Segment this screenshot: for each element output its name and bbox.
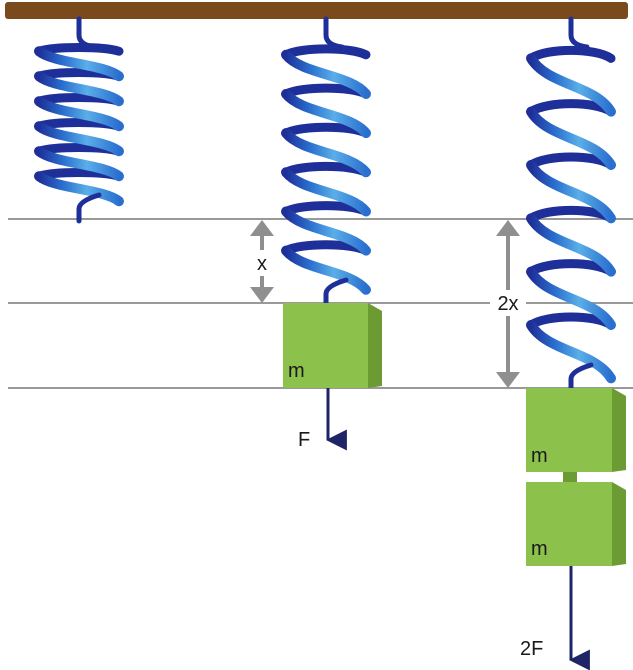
displacement-x-label: x [257, 253, 267, 275]
spring-unloaded [34, 16, 124, 224]
mass-block-lower [526, 482, 626, 566]
mass-2-label: m [531, 445, 548, 467]
mass-block-single [283, 303, 382, 388]
mass-1-label: m [288, 360, 305, 382]
force-f-label: F [298, 429, 310, 451]
mass-3-label: m [531, 538, 548, 560]
spring-single-mass [281, 16, 371, 306]
displacement-x-arrow [250, 220, 274, 303]
spring-double-mass [526, 16, 616, 391]
displacement-2x-label: 2x [497, 293, 518, 315]
mass-connector [563, 472, 577, 482]
ceiling-bar [5, 2, 628, 19]
force-2f-label: 2F [520, 638, 543, 660]
displacement-2x-arrow [490, 220, 526, 388]
mass-block-upper [526, 388, 626, 472]
